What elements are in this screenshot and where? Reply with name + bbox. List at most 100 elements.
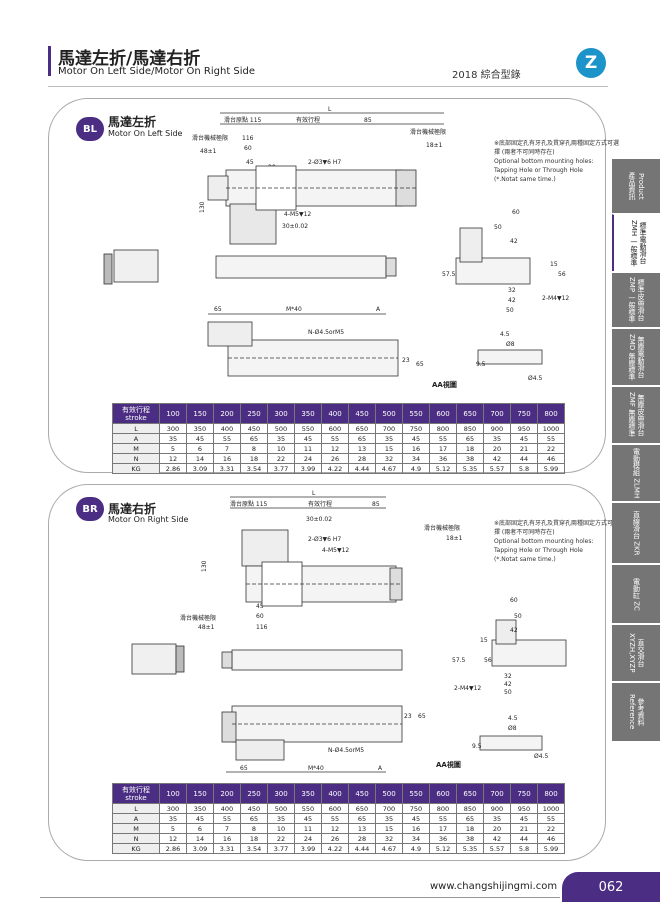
stroke-cell: 700	[483, 403, 511, 424]
tab-category-4[interactable]: 無塵電動滑台ZMD 無塵標準	[612, 328, 660, 385]
drawing-br: L 滑台原點 115 有效行程 85 30±0.02 2-Ø3▼6 H7 4-M…	[131, 490, 567, 773]
dim-limit-left: 滑台機械極限	[192, 134, 228, 142]
side-50: 50	[514, 613, 522, 620]
spec-cell: 850	[456, 423, 484, 434]
spec-row-label: N	[112, 833, 160, 844]
spec-cell: 44	[510, 833, 538, 844]
spec-cell: 36	[429, 833, 457, 844]
stroke-cell: 400	[321, 783, 349, 804]
dim-m40: M*40	[286, 306, 302, 313]
spec-cell: 17	[429, 823, 457, 834]
dim-48: 48±1	[200, 148, 217, 155]
note-en-2: Tapping Hole or Through Hole	[494, 547, 583, 554]
note-zh: ※底部固定孔有牙孔及貫穿孔兩種固定方式可選擇 (兩者不可同時存在)	[494, 520, 620, 536]
spec-cell: 45	[510, 813, 538, 824]
dim-60: 60	[244, 145, 252, 152]
side-15: 15	[550, 261, 558, 268]
dim-home: 滑台原點 115	[230, 500, 268, 508]
spec-cell: 500	[267, 803, 295, 814]
tab-category-3[interactable]: 標準皮帶滑台ZMP 一般標準	[612, 272, 660, 327]
spec-cell: 950	[510, 423, 538, 434]
website-url[interactable]: www.changshijingmi.com	[430, 881, 558, 892]
stroke-cell: 400	[321, 403, 349, 424]
aa-45b: Ø4.5	[534, 753, 548, 760]
side-15: 15	[480, 637, 488, 644]
spec-cell: 3.31	[213, 843, 241, 854]
stroke-cell: 650	[456, 403, 484, 424]
note-en-3: (*.Notat same time.)	[494, 176, 556, 183]
side-575: 57.5	[452, 657, 466, 664]
stroke-cell: 500	[375, 783, 403, 804]
aa-45b: Ø4.5	[528, 375, 542, 382]
spec-cell: 22	[537, 823, 565, 834]
spec-cell: 2.86	[159, 463, 187, 474]
side-32: 32	[504, 673, 512, 680]
spec-cell: 300	[159, 803, 187, 814]
spec-cell: 32	[375, 453, 403, 464]
tab-category-5[interactable]: 無塵皮帶滑台ZMF 無塵標準	[612, 386, 660, 443]
spec-cell: 26	[321, 453, 349, 464]
spec-cell: 65	[348, 813, 376, 824]
stroke-cell: 250	[240, 403, 268, 424]
spec-cell: 35	[375, 433, 403, 444]
spec-cell: 22	[267, 833, 295, 844]
spec-cell: 12	[321, 823, 349, 834]
tab-category-8[interactable]: 電動缸 ZC	[612, 564, 660, 623]
tab-category-2[interactable]: 標準電動滑台ZMH 一般標準	[612, 214, 660, 271]
spec-cell: 5.99	[537, 463, 565, 474]
section-title-br: 馬達右折	[108, 502, 157, 516]
spec-cell: 20	[483, 823, 511, 834]
spec-cell: 650	[348, 803, 376, 814]
side-56: 56	[558, 271, 566, 278]
spec-cell: 15	[375, 443, 403, 454]
spec-cell: 900	[483, 803, 511, 814]
spec-cell: 21	[510, 443, 538, 454]
spec-cell: 7	[213, 443, 241, 454]
spec-cell: 18	[240, 453, 268, 464]
spec-cell: 350	[186, 803, 214, 814]
side-42b: 42	[508, 297, 516, 304]
spec-cell: 10	[267, 823, 295, 834]
dim-L: L	[312, 490, 316, 497]
spec-row-label: KG	[112, 463, 160, 474]
dim-dowel: 2-Ø3▼6 H7	[308, 159, 341, 166]
spec-cell: 800	[429, 803, 457, 814]
stroke-cell: 600	[429, 783, 457, 804]
tab-category-7[interactable]: 直線滑台 ZKR	[612, 502, 660, 563]
spec-cell: 65	[240, 813, 268, 824]
spec-cell: 34	[402, 453, 430, 464]
tab-label: 標準皮帶滑台ZMP 一般標準	[628, 277, 645, 323]
spec-cell: 5.12	[429, 843, 457, 854]
spec-cell: 350	[186, 423, 214, 434]
spec-cell: 55	[429, 433, 457, 444]
spec-cell: 3.77	[267, 463, 295, 474]
spec-cell: 16	[402, 823, 430, 834]
side-42b: 42	[504, 681, 512, 688]
spec-cell: 34	[402, 833, 430, 844]
spec-cell: 8	[240, 443, 268, 454]
spec-cell: 45	[294, 813, 322, 824]
dim-A: A	[378, 765, 383, 772]
spec-row-label: L	[112, 423, 160, 434]
spec-cell: 45	[402, 813, 430, 824]
spec-cell: 16	[213, 453, 241, 464]
tab-category-10[interactable]: 參考資料 Reference	[612, 682, 660, 741]
aa-view-label-br: AA視圖	[436, 761, 461, 769]
badge-bl: BL	[76, 117, 104, 141]
spec-cell: 65	[348, 433, 376, 444]
tab-category-9[interactable]: 直交滑台 XYZH,XYZP	[612, 624, 660, 681]
tab-category-6[interactable]: 電動模組 ZLMH	[612, 444, 660, 501]
spec-cell: 3.99	[294, 843, 322, 854]
spec-cell: 3.99	[294, 463, 322, 474]
spec-cell: 22	[537, 443, 565, 454]
dim-65: 65	[214, 306, 222, 313]
stroke-cell: 100	[159, 403, 187, 424]
